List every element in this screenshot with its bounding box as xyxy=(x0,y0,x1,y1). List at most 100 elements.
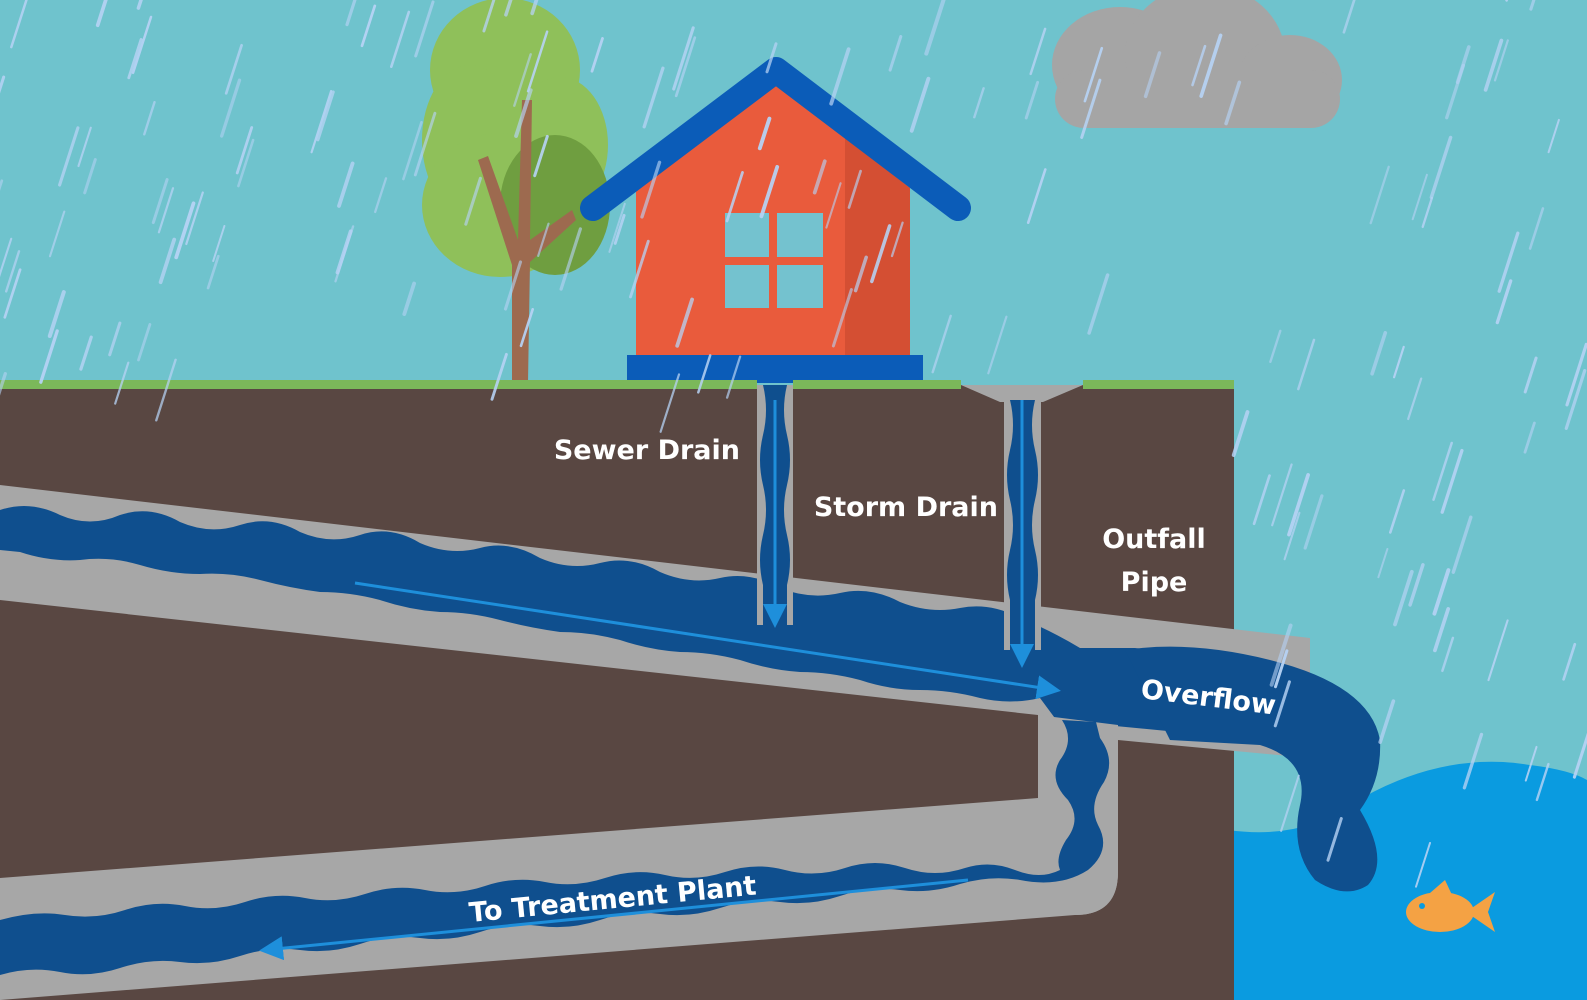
rain-streak xyxy=(659,373,681,433)
rain-streak xyxy=(1087,273,1110,335)
rain-streak xyxy=(973,87,985,119)
rain-streak xyxy=(1528,207,1545,250)
rain-streak xyxy=(559,227,583,291)
rain-streak xyxy=(812,159,827,195)
rain-streak xyxy=(1411,173,1428,221)
rain-streak xyxy=(1273,680,1291,728)
rain-streak xyxy=(1080,78,1102,139)
rain-streak xyxy=(1483,38,1504,92)
rain-streak xyxy=(224,43,243,95)
rain-streak xyxy=(1269,329,1282,363)
storm-drain-inlet xyxy=(961,385,1083,402)
rain-streak xyxy=(1377,548,1389,579)
rain-streak xyxy=(345,0,357,27)
rain-streak xyxy=(759,164,780,219)
rain-streak xyxy=(1326,817,1343,862)
rain-streak xyxy=(514,88,533,138)
rain-streak xyxy=(235,126,254,175)
rain-streak xyxy=(0,75,6,94)
rain-streak xyxy=(1529,0,1536,11)
rain-streak xyxy=(414,0,435,58)
rain-streak xyxy=(464,176,482,226)
rain-streak xyxy=(674,36,697,98)
rain-streak xyxy=(1191,44,1207,87)
rain-streak xyxy=(640,160,662,219)
tree-icon xyxy=(422,0,610,382)
rain-streak xyxy=(1432,568,1451,616)
rain-streak xyxy=(337,161,355,208)
rain-streak xyxy=(890,221,904,258)
rain-streak xyxy=(829,47,851,106)
river xyxy=(1228,761,1587,1000)
rain-streak xyxy=(1415,842,1431,888)
rain-streak xyxy=(537,222,550,257)
rain-streak xyxy=(888,35,903,72)
rain-streak xyxy=(1572,732,1587,779)
grass-right xyxy=(1083,380,1234,389)
rain-streak xyxy=(95,0,108,28)
rain-streak xyxy=(825,182,842,229)
rain-streak xyxy=(1392,345,1405,379)
rain-streak xyxy=(590,37,604,73)
rain-streak xyxy=(389,10,411,68)
rain-streak xyxy=(1029,27,1047,76)
window-icon xyxy=(725,213,823,308)
rain-streak xyxy=(1393,569,1414,627)
rain-streak xyxy=(530,0,539,16)
rain-streak xyxy=(4,250,21,293)
rain-streak xyxy=(1280,774,1300,832)
rain-streak xyxy=(316,90,335,142)
treatment-flow-arrow xyxy=(259,878,969,961)
soil-wedge xyxy=(0,600,1038,878)
rain-streak xyxy=(608,202,626,253)
rain-streak xyxy=(0,179,4,191)
rain-streak xyxy=(629,239,650,299)
rain-streak xyxy=(513,53,532,107)
rain-streak xyxy=(1421,196,1434,229)
rain-streak xyxy=(1432,441,1453,501)
rain-streak xyxy=(1407,377,1423,421)
rain-streak xyxy=(3,268,22,319)
rain-streak xyxy=(1562,642,1577,681)
fish-icon xyxy=(1406,880,1495,932)
rain-streak xyxy=(490,352,508,401)
rain-streak xyxy=(1451,515,1473,574)
rain xyxy=(0,0,1587,888)
storm-drain-label: Storm Drain xyxy=(814,492,998,523)
rain-streak xyxy=(413,111,437,177)
rain-streak xyxy=(987,315,1008,375)
rain-streak xyxy=(0,372,7,396)
rain-streak xyxy=(675,297,694,348)
rain-streak xyxy=(1389,489,1406,534)
rain-streak xyxy=(155,358,177,422)
rain-streak xyxy=(1441,636,1455,673)
rain-streak xyxy=(725,355,742,399)
rain-streak xyxy=(1429,135,1453,200)
rain-streak xyxy=(931,314,952,374)
rain-streak xyxy=(642,66,665,129)
rain-streak xyxy=(1083,46,1104,103)
rain-streak xyxy=(157,187,175,234)
rain-streak xyxy=(39,329,59,384)
rain-streak xyxy=(909,76,931,133)
rain-streak xyxy=(127,38,143,80)
rain-streak xyxy=(310,89,333,154)
rain-streak xyxy=(237,138,255,188)
rain-streak xyxy=(482,0,496,33)
rain-streak xyxy=(1462,732,1484,790)
rain-streak xyxy=(1523,421,1536,454)
rain-streak xyxy=(1369,165,1390,225)
rain-streak xyxy=(1252,474,1271,526)
rain-streak xyxy=(1224,80,1242,126)
rain-streak xyxy=(10,0,28,49)
rain-streak xyxy=(212,225,226,262)
rain-streak xyxy=(360,4,377,48)
rain-streak xyxy=(48,210,66,258)
rain-streak xyxy=(1497,231,1520,293)
rain-streak xyxy=(1408,563,1425,607)
rain-streak xyxy=(58,126,80,187)
rain-streak xyxy=(1199,33,1223,98)
rain-streak xyxy=(1524,745,1538,782)
rain-streak xyxy=(0,237,13,278)
rain-streak xyxy=(847,169,862,209)
